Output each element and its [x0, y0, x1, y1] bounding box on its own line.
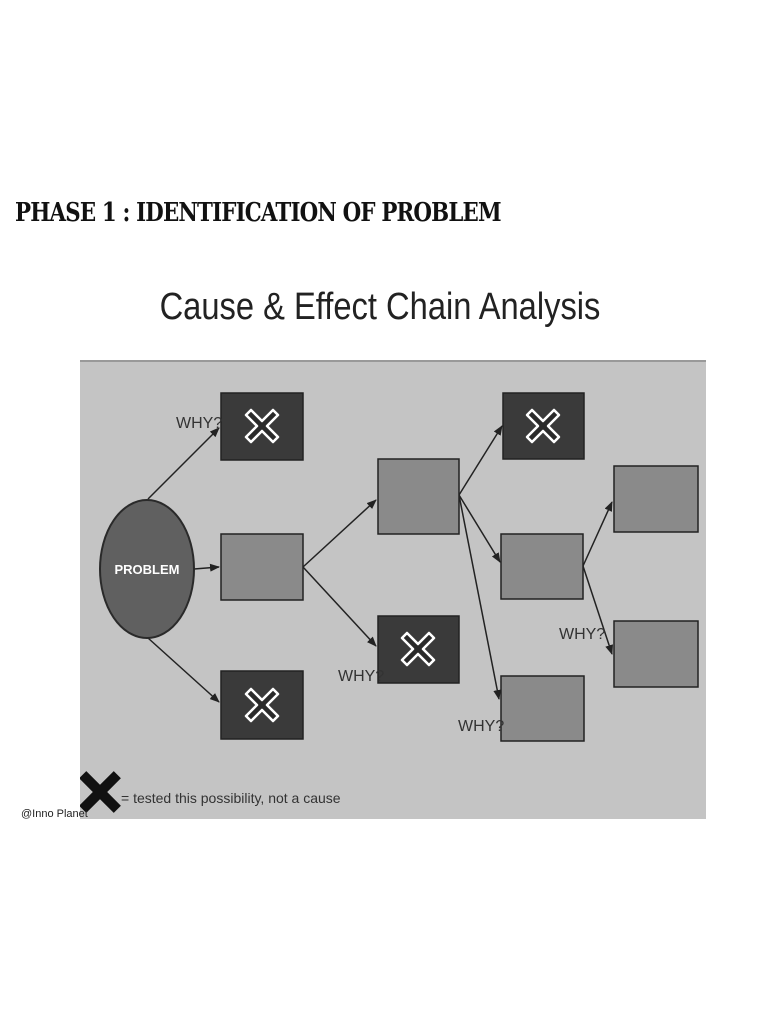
x-mark-icon	[80, 771, 121, 813]
cause-box-a	[220, 392, 304, 461]
arrows	[147, 425, 613, 703]
cause-box-c	[220, 670, 304, 740]
cause-box-f	[502, 392, 585, 460]
cause-box-d	[377, 458, 460, 535]
arrow-problem-to-box-b	[193, 563, 220, 572]
cause-box-i	[613, 465, 699, 533]
arrow-problem-to-box-a	[147, 427, 220, 500]
arrow-problem-to-box-c	[147, 637, 220, 703]
arrow-box-d-to-box-g	[458, 494, 501, 563]
phase-title: PHASE 1 : IDENTIFICATION OF PROBLEM	[15, 198, 502, 228]
arrow-box-d-to-box-h	[458, 494, 502, 700]
cause-box-h	[500, 675, 585, 742]
diagram-panel: PROBLEM WHY? WHY? WHY? WHY?	[80, 360, 706, 819]
why-label: WHY?	[338, 668, 384, 685]
problem-node: PROBLEM	[99, 499, 195, 639]
why-label: WHY?	[176, 415, 222, 432]
cause-box-g	[500, 533, 584, 600]
legend-text: = tested this possibility, not a cause	[121, 790, 341, 806]
arrow-box-d-to-box-f	[458, 425, 503, 496]
why-label: WHY?	[458, 718, 504, 735]
arrow-box-g-to-box-i	[582, 501, 613, 567]
arrow-box-b-to-box-d	[302, 499, 377, 568]
arrow-box-b-to-box-e	[302, 566, 377, 647]
why-label: WHY?	[559, 626, 605, 643]
diagram-subtitle: Cause & Effect Chain Analysis	[159, 286, 601, 328]
problem-label: PROBLEM	[115, 562, 180, 577]
legend: = tested this possibility, not a cause	[80, 771, 341, 813]
cause-box-e	[377, 615, 460, 684]
cause-box-j	[613, 620, 699, 688]
credit-text: @Inno Planet	[21, 808, 88, 820]
cause-effect-diagram: PROBLEM WHY? WHY? WHY? WHY?	[80, 392, 699, 813]
cause-box-b	[220, 533, 304, 601]
arrow-box-g-to-box-j	[582, 565, 613, 655]
